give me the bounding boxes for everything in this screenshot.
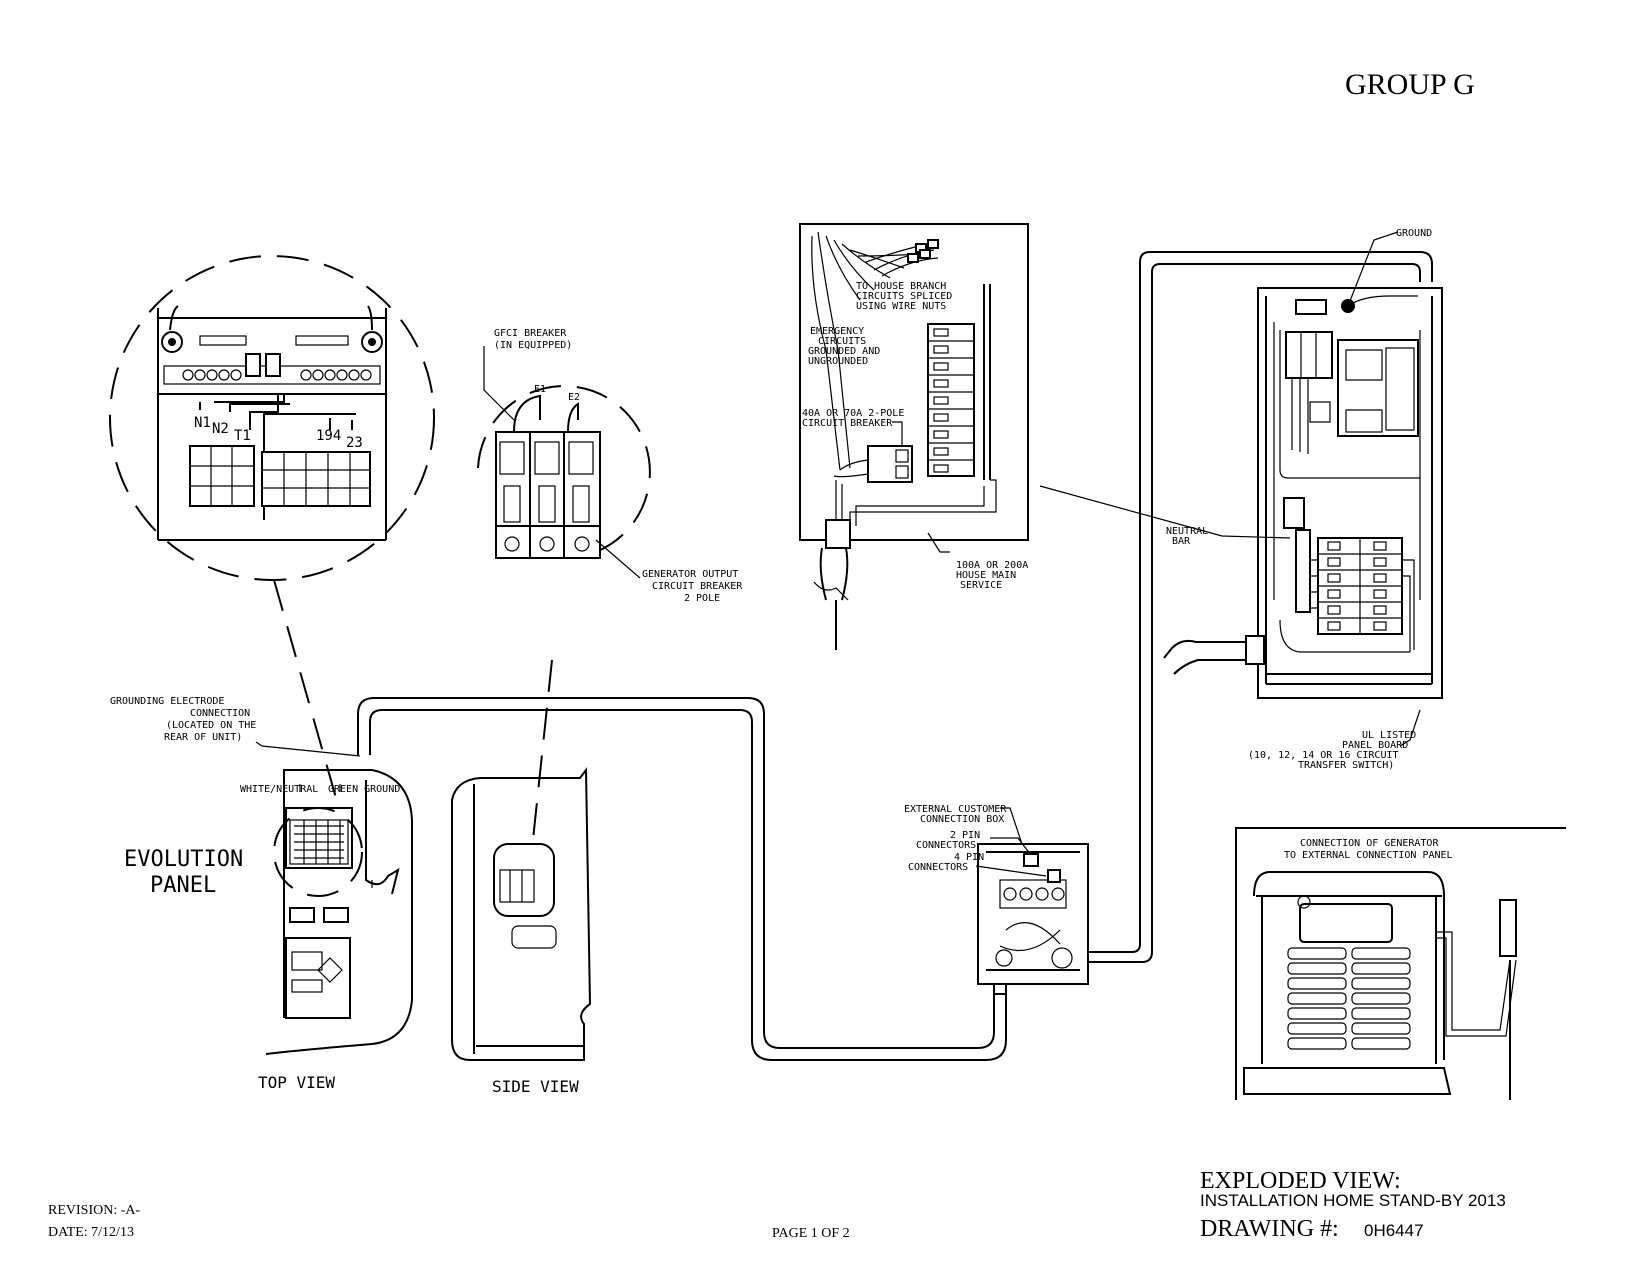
ul-panel-4: TRANSFER SWITCH) [1298, 760, 1394, 771]
label-e2: E2 [568, 392, 580, 403]
gen-conn-2: TO EXTERNAL CONNECTION PANEL [1284, 850, 1453, 861]
conduit-generator-to-box [357, 697, 1007, 1061]
page-label: PAGE 1 OF 2 [772, 1226, 850, 1241]
ext-box-1: EXTERNAL CUSTOMER [904, 804, 1007, 815]
generator-top-view: GROUNDING ELECTRODE CONNECTION (LOCATED … [110, 696, 413, 1092]
label-e1: E1 [534, 384, 546, 395]
gfci-label-2: (IN EQUIPPED) [494, 340, 572, 351]
pin2-2: CONNECTORS [916, 840, 976, 851]
main-service-1: 100A OR 200A [956, 560, 1028, 571]
ul-panel-1: UL LISTED [1362, 730, 1416, 741]
neutral-bar-1: NEUTRAL [1166, 526, 1208, 537]
ground-label: GROUND [1396, 228, 1432, 239]
neutral-bar-2: BAR [1172, 536, 1191, 547]
conduit-box-to-transfer-switch [1075, 251, 1433, 963]
install-title: INSTALLATION HOME STAND-BY 2013 [1200, 1191, 1506, 1210]
ul-panel-2: PANEL BOARD [1342, 740, 1408, 751]
pole-breaker-1: 40A OR 70A 2-POLE [802, 408, 904, 419]
drawing-number: 0H6447 [1364, 1221, 1424, 1240]
generator-side-view: SIDE VIEW [451, 767, 592, 1096]
grounding-2: CONNECTION [190, 708, 250, 719]
pole-breaker-2: CIRCUIT BREAKER [802, 418, 893, 429]
terminal-n2: N2 [212, 421, 229, 437]
ext-box-2: CONNECTION BOX [920, 814, 1004, 825]
exploded-view-title: EXPLODED VIEW: [1200, 1168, 1401, 1194]
house-branch-3: USING WIRE NUTS [856, 301, 946, 312]
panel-label: PANEL [150, 873, 216, 898]
gen-breaker-label-1: GENERATOR OUTPUT [642, 569, 738, 580]
generator-connection-inset: CONNECTION OF GENERATOR TO EXTERNAL CONN… [1235, 827, 1566, 1100]
group-title: GROUP G [1345, 68, 1475, 101]
terminal-t1: T1 [234, 428, 251, 444]
side-view-label: SIDE VIEW [492, 1077, 579, 1096]
drawing-label: DRAWING #: [1200, 1216, 1339, 1242]
revision-label: REVISION: -A- [48, 1203, 140, 1218]
main-service-2: HOUSE MAIN [956, 570, 1016, 581]
terminal-detail: N1 N2 T1 194 23 [109, 255, 435, 581]
top-view-label: TOP VIEW [258, 1073, 335, 1092]
pin4-1: 4 PIN [954, 852, 984, 863]
pin2-1: 2 PIN [950, 830, 980, 841]
gen-breaker-label-3: 2 POLE [684, 593, 720, 604]
house-branch-1: TO HOUSE BRANCH [856, 281, 946, 292]
gen-breaker-label-2: CIRCUIT BREAKER [652, 581, 743, 592]
breaker-detail-leader [529, 659, 553, 869]
terminal-23: 23 [346, 435, 363, 451]
transfer-switch-panel: GROUND NEUTRAL BAR UL LISTED PANEL BOARD… [1039, 228, 1443, 771]
terminal-194: 194 [316, 428, 341, 444]
terminal-detail-leader [273, 579, 341, 813]
pin4-2: CONNECTORS [908, 862, 968, 873]
main-service-3: SERVICE [960, 580, 1002, 591]
emergency-1: EMERGENCY [810, 326, 864, 337]
evolution-label: EVOLUTION [124, 847, 243, 872]
emergency-4: UNGROUNDED [808, 356, 868, 367]
emergency-3: GROUNDED AND [808, 346, 880, 357]
ul-panel-3: (10, 12, 14 OR 16 CIRCUIT [1248, 750, 1399, 761]
grounding-1: GROUNDING ELECTRODE [110, 696, 224, 707]
grounding-3: (LOCATED ON THE [166, 720, 256, 731]
breaker-detail: E1 E2 GFCI BREAKER (IN EQUIPPED) GENERAT… [477, 328, 743, 604]
terminal-n1: N1 [194, 415, 211, 431]
house-main-panel: TO HOUSE BRANCH CIRCUITS SPLICED USING W… [799, 223, 1029, 650]
gen-conn-1: CONNECTION OF GENERATOR [1300, 838, 1439, 849]
date-label: DATE: 7/12/13 [48, 1225, 134, 1240]
terminal-labels: N1 N2 T1 194 23 [194, 415, 363, 451]
white-neutral-label: WHITE/NEUTRAL [240, 784, 318, 795]
emergency-2: CIRCUITS [818, 336, 866, 347]
house-branch-2: CIRCUITS SPLICED [856, 291, 952, 302]
gfci-label-1: GFCI BREAKER [494, 328, 567, 339]
grounding-4: REAR OF UNIT) [164, 732, 242, 743]
title-block: EXPLODED VIEW: INSTALLATION HOME STAND-B… [48, 1168, 1506, 1242]
green-ground-label: GREEN GROUND [328, 784, 400, 795]
external-connection-box: EXTERNAL CUSTOMER CONNECTION BOX 2 PIN C… [904, 804, 1089, 995]
